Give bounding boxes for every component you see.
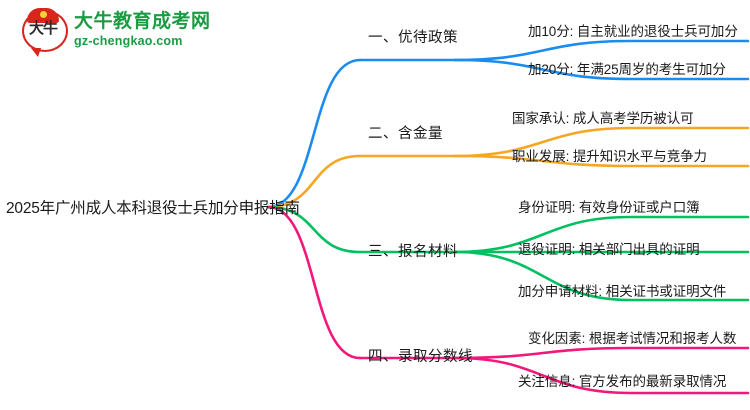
branch-node-1[interactable]: 一、优待政策: [368, 30, 458, 46]
branch-node-2[interactable]: 二、含金量: [368, 126, 443, 142]
leaf-node-2-1[interactable]: 国家承认: 成人高考学历被认可: [512, 111, 694, 126]
logo-mark-icon: 大牛: [22, 8, 68, 57]
logo-title: 大牛教育成考网: [74, 11, 211, 33]
root-node[interactable]: 2025年广州成人本科退役士兵加分申报指南: [6, 200, 300, 217]
leaf-node-3-1[interactable]: 身份证明: 有效身份证或户口簿: [518, 200, 700, 215]
leaf-node-1-2[interactable]: 加20分: 年满25周岁的考生可加分: [528, 62, 726, 77]
branch-node-3[interactable]: 三、报名材料: [368, 244, 458, 260]
leaf-node-4-1[interactable]: 变化因素: 根据考试情况和报考人数: [528, 331, 737, 346]
logo-subtitle: gz-chengkao.com: [74, 34, 183, 49]
logo-mark-text: 大牛: [28, 20, 58, 37]
leaf-node-2-2[interactable]: 职业发展: 提升知识水平与竞争力: [512, 149, 707, 164]
leaf-node-1-1[interactable]: 加10分: 自主就业的退役士兵可加分: [528, 24, 738, 39]
leaf-node-3-2[interactable]: 退役证明: 相关部门出具的证明: [518, 242, 700, 257]
logo-wordmark: 大牛教育成考网 gz-chengkao.com: [74, 12, 211, 48]
leaf-node-4-2[interactable]: 关注信息: 官方发布的最新录取情况: [518, 374, 727, 389]
cap-shape: [27, 8, 59, 23]
leaf-node-3-3[interactable]: 加分申请材料: 相关证书或证明文件: [518, 284, 727, 299]
site-logo: 大牛 大牛教育成考网 gz-chengkao.com: [22, 8, 211, 57]
branch-node-4[interactable]: 四、录取分数线: [368, 349, 473, 365]
